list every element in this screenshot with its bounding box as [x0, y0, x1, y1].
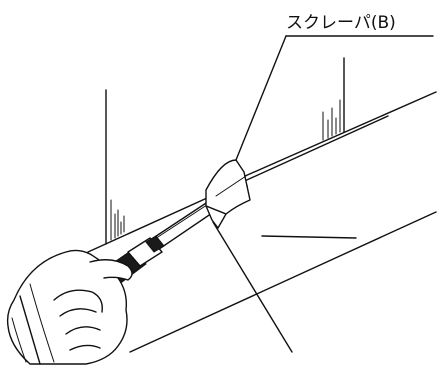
right-scale-marker — [322, 57, 345, 141]
callout-leader-line — [235, 35, 434, 161]
left-scale-marker — [105, 89, 125, 245]
scraper-b-label: スクレーパ(B) — [286, 13, 396, 33]
surface-lines — [87, 91, 437, 353]
lower-leader-line — [212, 221, 293, 353]
scraper-b — [99, 159, 251, 289]
hand-holding-scraper — [6, 249, 133, 365]
